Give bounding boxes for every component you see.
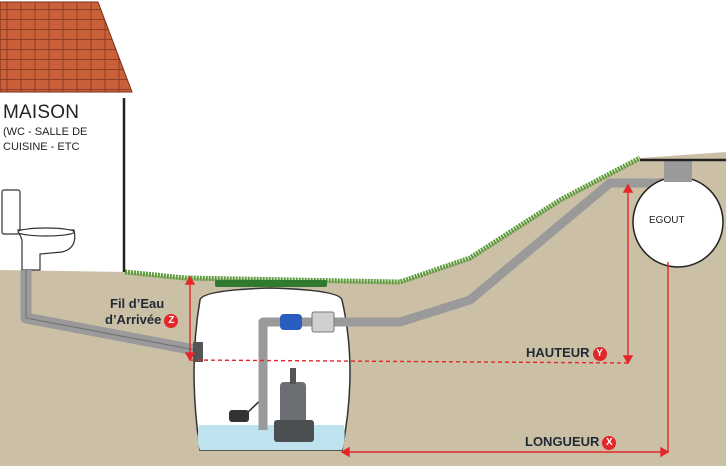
dimension-lines [184,183,670,458]
house-subtitle-line-1: (WC - SALLE DE [3,126,88,138]
ground [0,152,726,466]
house-title: MAISON [3,102,80,123]
sewer-label: EGOUT [649,215,685,226]
length-label-text: LONGUEUR [525,434,600,449]
roof [0,1,133,93]
inlet-level-label-text: d’Arrivée [105,312,162,327]
toilet-icon [1,189,76,271]
height-label-text: HAUTEUR [526,345,590,360]
x-marker-badge: X [602,435,617,450]
pump-icon [274,368,314,442]
lifting-station-tank [193,287,351,451]
check-valve-icon [280,314,302,330]
tank-water [197,425,345,450]
discharge-pipe [258,178,668,430]
z-marker-badge: Z [164,313,179,328]
y-marker-badge: Y [592,346,607,361]
inlet-level-label-line-1: Fil d’Eau [110,296,165,311]
gate-valve-icon [311,311,335,333]
tank-lid [215,280,327,287]
house-subtitle-line-2: CUISINE - ETC [3,141,80,153]
grass [124,155,642,285]
